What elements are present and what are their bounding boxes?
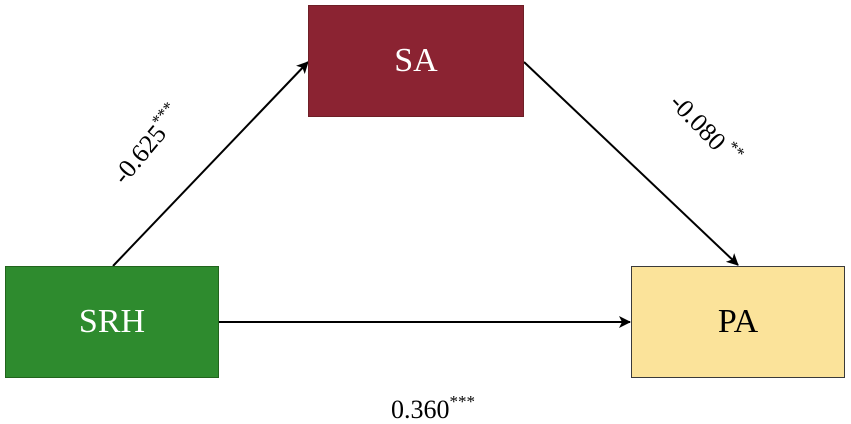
path-coefficient-srh-pa: 0.360***: [391, 393, 475, 424]
node-srh-label: SRH: [78, 303, 146, 340]
coefficient-value: 0.360: [391, 395, 450, 424]
arrow-sa-to-pa: [523, 61, 739, 266]
node-pa: PA: [631, 266, 845, 378]
significance-stars: ***: [449, 392, 476, 411]
node-srh: SRH: [5, 266, 219, 378]
node-sa-label: SA: [394, 42, 438, 79]
node-sa: SA: [308, 5, 524, 117]
arrow-srh-to-sa: [112, 61, 309, 267]
node-pa-label: PA: [717, 303, 759, 340]
